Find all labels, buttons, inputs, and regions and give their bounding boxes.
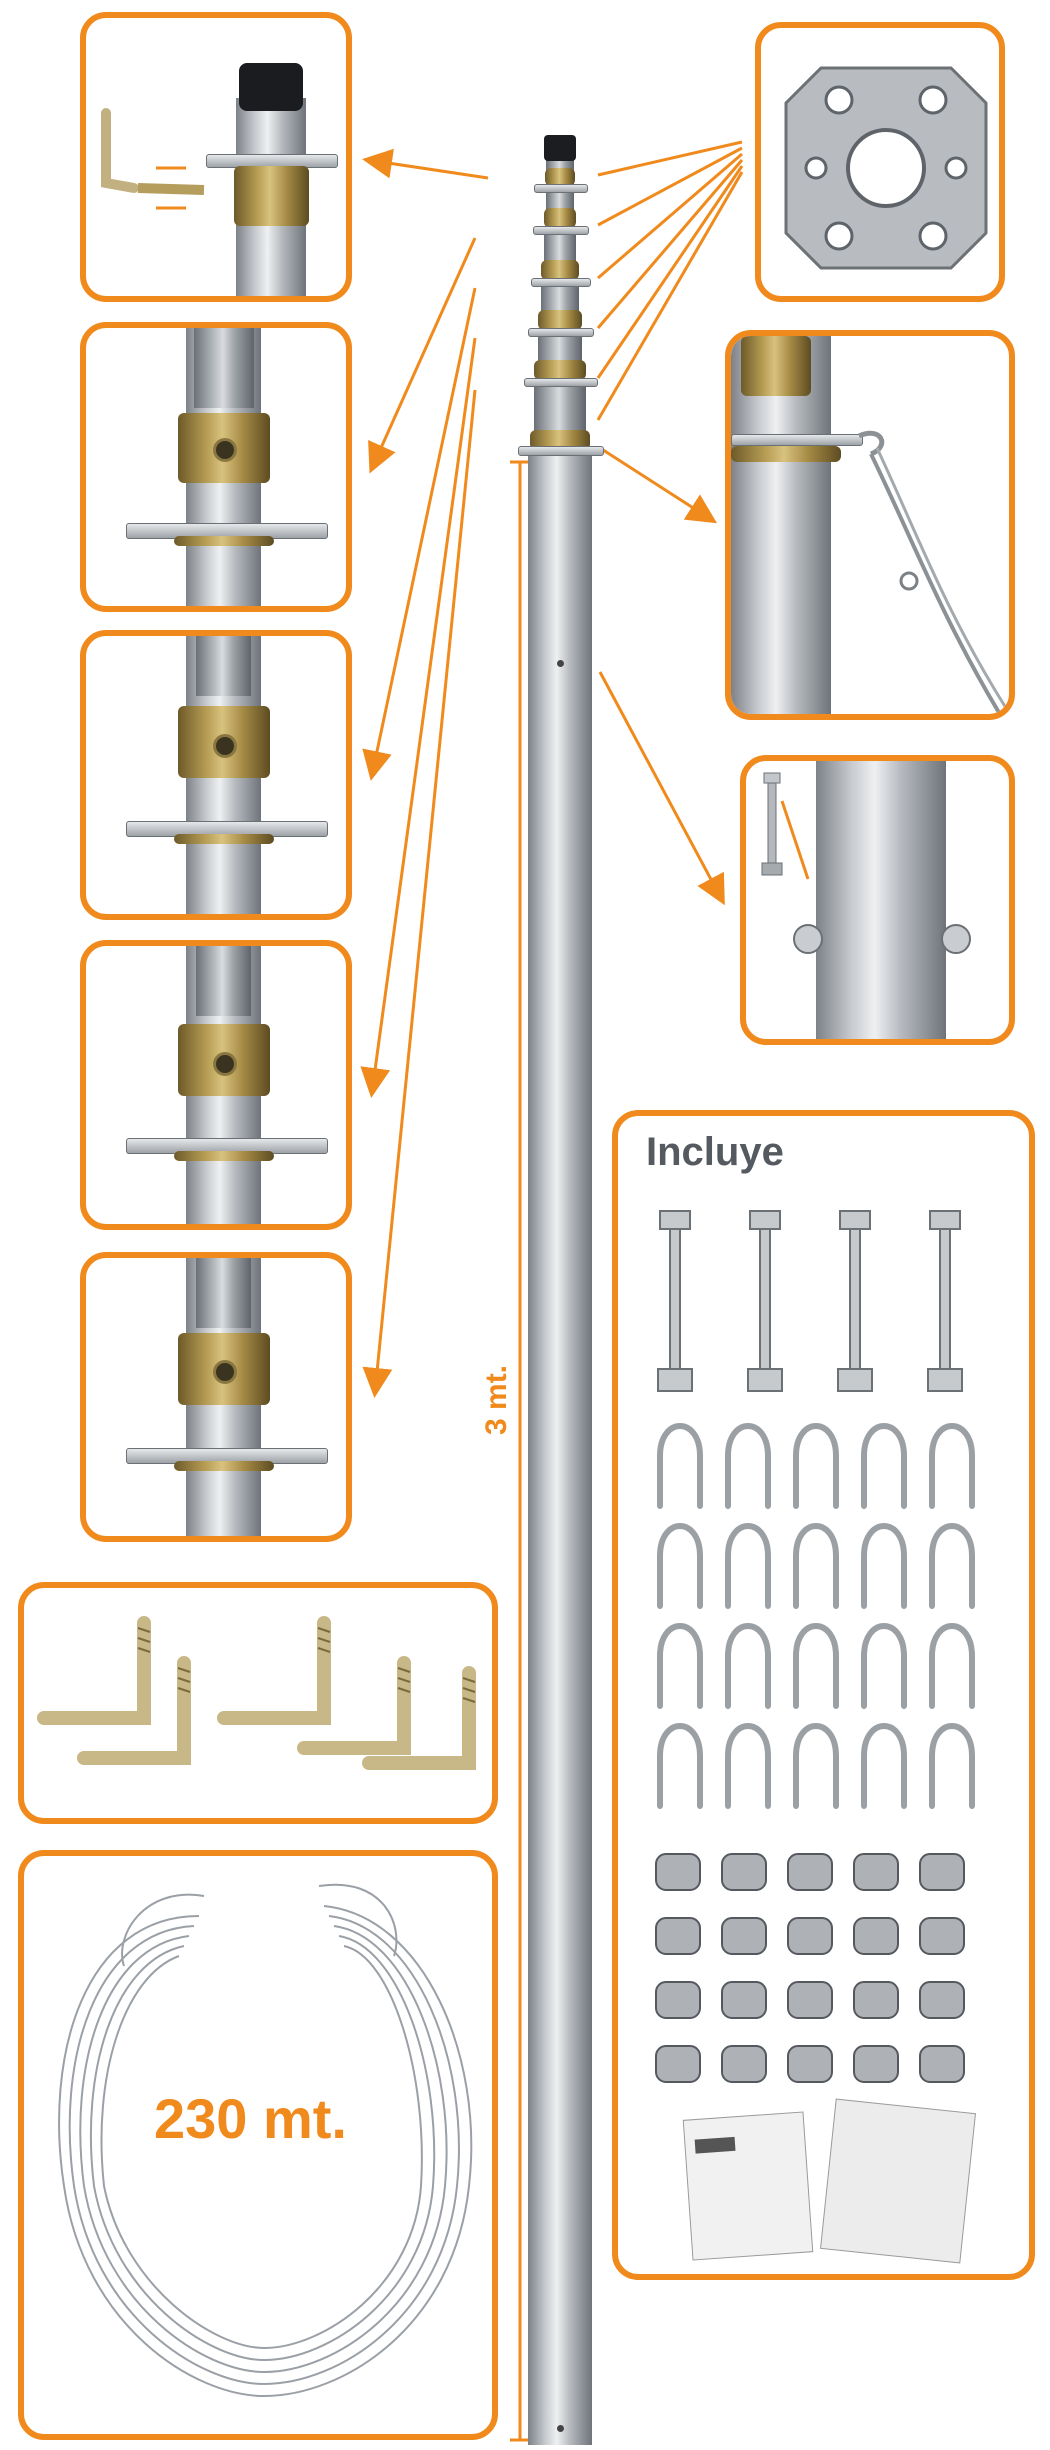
panel-l-hooks [18, 1582, 498, 1824]
l-hooks-icon [37, 1616, 476, 1770]
mast-cap [544, 135, 576, 161]
bolt-icon [761, 772, 971, 954]
panel-bolt-detail [740, 755, 1015, 1045]
arrow-plate-3 [597, 152, 743, 280]
cap-icon [239, 63, 303, 111]
panel-base-plate [755, 22, 1005, 302]
included-parts-icon [655, 1210, 977, 2264]
guy-cable-icon [857, 430, 1008, 714]
height-label: 3 mt. [480, 1364, 513, 1435]
l-hook-icon [101, 108, 205, 210]
arrow-plate-5 [596, 165, 744, 379]
includes-title: Incluye [646, 1130, 784, 1174]
panel-section-2 [80, 630, 352, 920]
arrow-plate-6 [596, 171, 744, 421]
panel-section-3 [80, 940, 352, 1230]
panel-top-collar [80, 12, 352, 302]
arrow-plate-4 [596, 159, 744, 329]
arrow-section-3 [360, 337, 477, 1098]
arrow-bolt [598, 671, 725, 906]
panel-guy-ring [725, 330, 1015, 720]
cable-length-label: 230 mt. [154, 2087, 347, 2150]
base-plate-icon [784, 66, 988, 270]
cable-coil-icon [58, 1883, 473, 2398]
mast-base-pipe [528, 450, 592, 2445]
panel-section-1 [80, 322, 352, 612]
panel-section-4 [80, 1252, 352, 1542]
arrow-section-2 [362, 287, 477, 781]
arrow-plate-2 [597, 146, 743, 227]
arrow-section-4 [362, 389, 477, 1398]
arrow-guy-ring [599, 446, 718, 524]
arrow-plate-1 [597, 140, 743, 177]
panel-includes: Incluye [612, 1110, 1035, 2280]
arrow-section-1 [368, 237, 477, 474]
arrow-top-collar [362, 148, 489, 180]
panel-guy-cable: 230 mt. [18, 1850, 498, 2440]
